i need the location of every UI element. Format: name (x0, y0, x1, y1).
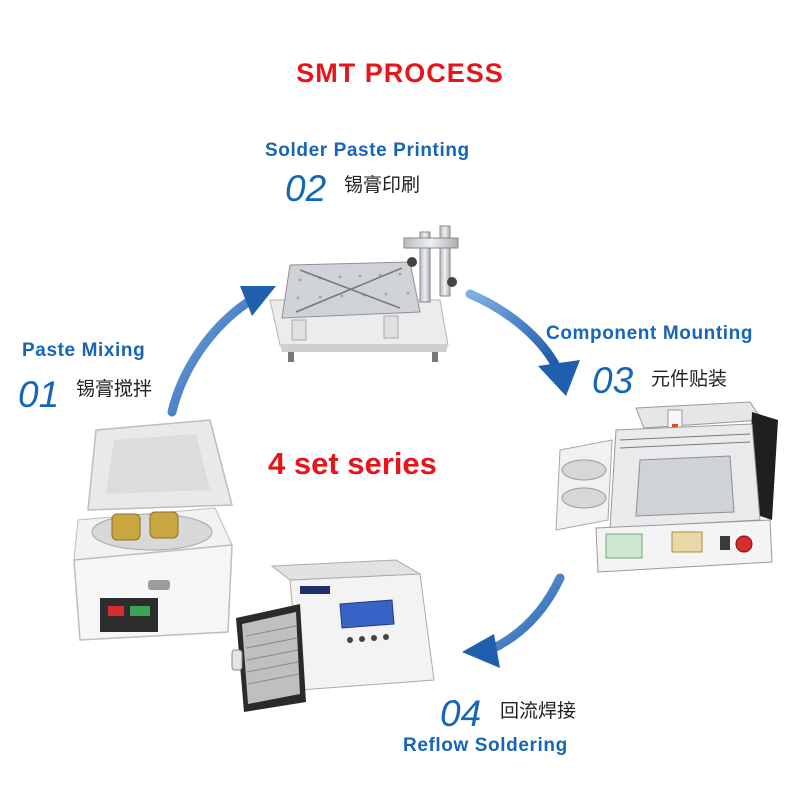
stencil-printer-image (269, 225, 459, 362)
reflow-oven-image (231, 559, 435, 712)
step-01-label-en: Paste Mixing (22, 340, 146, 361)
step-03-label-cn: 元件贴装 (651, 368, 728, 390)
series-caption: 4 set series (268, 446, 437, 481)
step-03-label-en: Component Mounting (546, 323, 754, 344)
step-02-label-cn: 锡膏印刷 (344, 174, 421, 196)
arrow-03-to-04 (462, 573, 565, 668)
arrow-02-to-03 (465, 289, 580, 396)
step-02-number: 02 (285, 168, 327, 209)
step-03-number: 03 (592, 360, 634, 401)
pick-and-place-machine-image (555, 401, 778, 573)
step-02-label-en: Solder Paste Printing (265, 140, 470, 161)
arrow-01-to-02 (167, 286, 276, 417)
step-04-number: 04 (440, 693, 482, 734)
step-04-label-cn: 回流焊接 (500, 700, 577, 722)
step-04-label-en: Reflow Soldering (403, 735, 568, 756)
page-title: SMT PROCESS (296, 58, 504, 88)
step-01-label-cn: 锡膏搅拌 (76, 378, 153, 400)
step-01-number: 01 (18, 374, 60, 415)
solder-paste-mixer-image (73, 419, 233, 641)
